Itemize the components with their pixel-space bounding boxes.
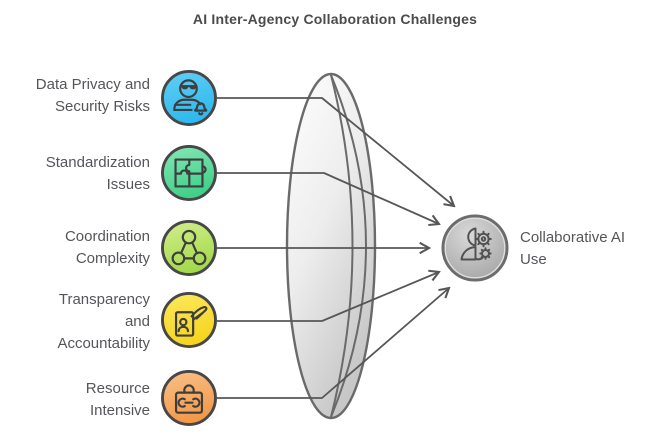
lens-outline	[285, 72, 377, 420]
connector-line-5	[217, 288, 449, 399]
item-label-standardization: Standardization Issues	[45, 154, 150, 193]
result-node	[441, 214, 509, 282]
toolbox-wrench-icon	[161, 370, 217, 426]
human-ai-gears-icon	[460, 227, 492, 261]
lens-shape	[285, 72, 377, 420]
lens-inner-arc	[330, 74, 354, 418]
puzzle-pieces-icon	[161, 145, 217, 201]
connector-line-4	[217, 272, 439, 322]
item-label-data-privacy: Data Privacy and Security Risks	[35, 76, 150, 115]
item-label-coordination: Coordination Complexity	[64, 228, 150, 267]
item-label-transparency: Transparency and Accountability	[57, 291, 150, 352]
connector-line-1	[217, 97, 454, 206]
connector-line-2	[217, 172, 439, 224]
result-label: Collaborative AI Use	[520, 229, 626, 268]
diagram-title: AI Inter-Agency Collaboration Challenges	[192, 11, 478, 27]
hand-id-card-icon	[161, 292, 217, 348]
incognito-alert-icon	[161, 70, 217, 126]
network-nodes-icon	[161, 220, 217, 276]
lens-rim-arc	[330, 74, 367, 418]
item-label-resource: Resource Intensive	[85, 380, 150, 419]
